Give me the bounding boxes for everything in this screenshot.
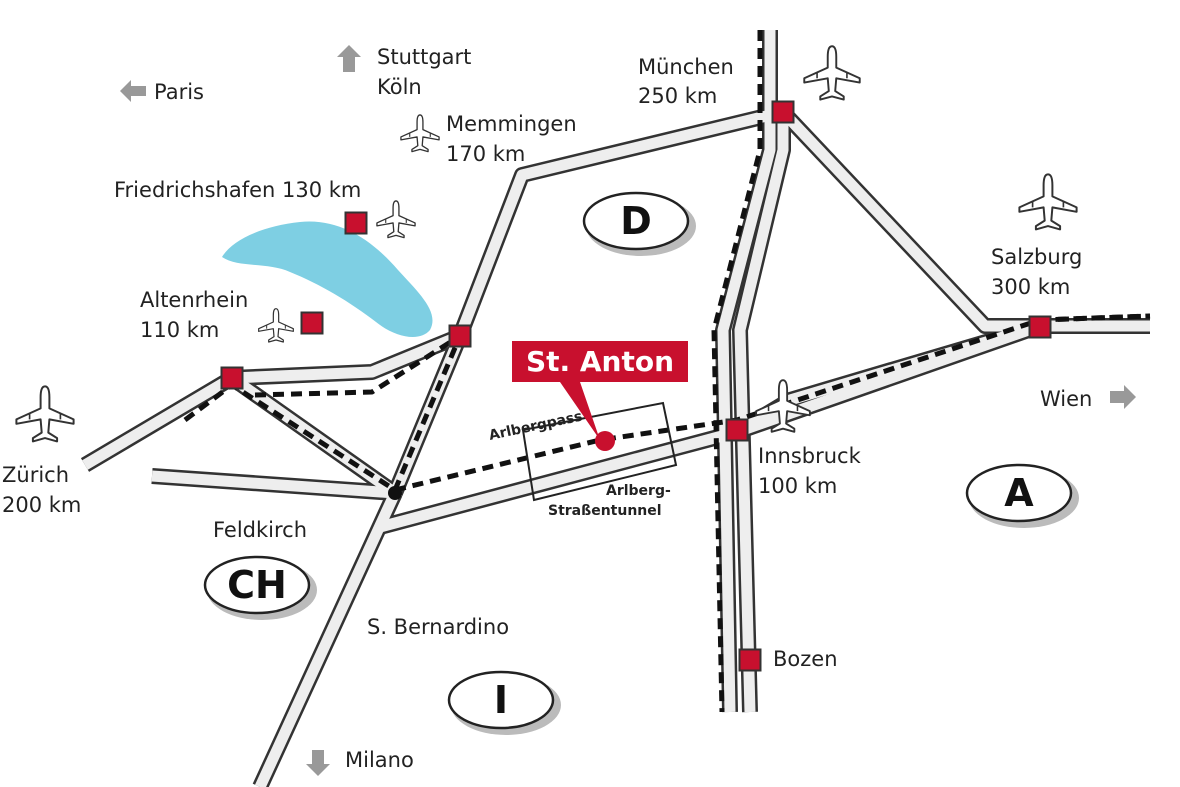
airplane-icon bbox=[258, 308, 294, 343]
label-wien: Wien bbox=[1040, 387, 1092, 411]
road-network bbox=[80, 30, 1151, 787]
label-tunnel-line1: Arlberg- bbox=[606, 483, 671, 499]
country-code-germany: D bbox=[620, 199, 652, 243]
city-labels: München 250 km Memmingen 170 km Friedric… bbox=[2, 55, 1082, 671]
label-memmingen-distance: 170 km bbox=[446, 142, 525, 166]
label-zuerich: Zürich bbox=[2, 463, 69, 487]
label-arlbergpass: Arlbergpass bbox=[488, 408, 584, 443]
label-friedrichshafen: Friedrichshafen 130 km bbox=[114, 178, 361, 202]
label-altenrhein: Altenrhein bbox=[140, 288, 248, 312]
label-bozen: Bozen bbox=[773, 647, 838, 671]
arlberg-tunnel-outline bbox=[521, 401, 678, 502]
airplane-icon bbox=[15, 385, 75, 443]
label-bernardino: S. Bernardino bbox=[367, 615, 509, 639]
airplane-icon bbox=[803, 45, 861, 101]
label-feldkirch: Feldkirch bbox=[213, 518, 307, 542]
airplane-icon bbox=[1018, 173, 1078, 231]
label-salzburg-distance: 300 km bbox=[991, 275, 1070, 299]
city-marker-icon bbox=[725, 418, 749, 442]
country-code-italy: I bbox=[494, 678, 508, 722]
arrow-up-icon bbox=[337, 45, 361, 72]
city-marker-icon bbox=[738, 648, 762, 672]
country-code-austria: A bbox=[1004, 471, 1034, 515]
city-marker-icon bbox=[1028, 315, 1052, 339]
arrow-right-icon bbox=[1110, 385, 1136, 409]
label-zuerich-distance: 200 km bbox=[2, 493, 81, 517]
label-salzburg: Salzburg bbox=[991, 245, 1082, 269]
label-milano: Milano bbox=[345, 748, 414, 772]
label-koeln: Köln bbox=[377, 75, 422, 99]
label-muenchen: München bbox=[638, 55, 734, 79]
city-marker-icon bbox=[344, 211, 368, 235]
destination-label: St. Anton bbox=[526, 345, 674, 378]
city-marker-icon bbox=[771, 100, 795, 124]
label-memmingen: Memmingen bbox=[446, 112, 577, 136]
label-innsbruck: Innsbruck bbox=[758, 444, 862, 468]
city-marker-icon bbox=[448, 324, 472, 348]
label-innsbruck-distance: 100 km bbox=[758, 474, 837, 498]
label-altenrhein-distance: 110 km bbox=[140, 318, 219, 342]
country-badges: D A CH I bbox=[203, 191, 1079, 735]
label-stuttgart: Stuttgart bbox=[377, 45, 471, 69]
label-tunnel-line2: Straßentunnel bbox=[548, 503, 662, 519]
airplane-icon bbox=[376, 200, 416, 239]
city-marker-icon bbox=[220, 366, 244, 390]
label-paris: Paris bbox=[154, 80, 204, 104]
lake-constance bbox=[222, 221, 433, 337]
city-marker-icon bbox=[300, 311, 324, 335]
airplane-icon bbox=[400, 114, 440, 153]
destination-callout: St. Anton bbox=[512, 341, 688, 451]
direction-labels: Paris Stuttgart Köln Wien Milano bbox=[154, 45, 1092, 772]
direction-arrows bbox=[120, 45, 1136, 776]
junction-dot bbox=[388, 486, 402, 500]
arrow-left-icon bbox=[120, 80, 146, 102]
country-code-switzerland: CH bbox=[227, 563, 287, 607]
arrow-down-icon bbox=[306, 750, 330, 776]
label-muenchen-distance: 250 km bbox=[638, 84, 717, 108]
